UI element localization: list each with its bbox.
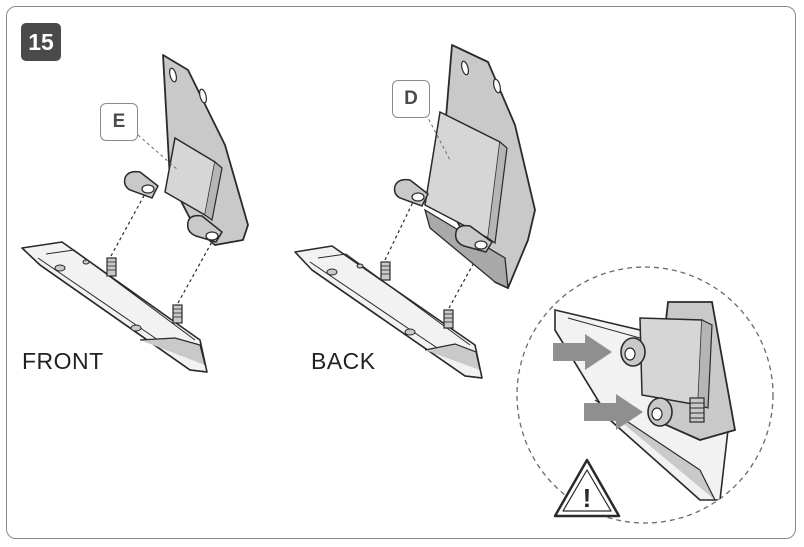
front-bracket-e: [123, 54, 249, 246]
back-base-rail: [294, 245, 483, 379]
front-part-leader-line: [137, 134, 179, 171]
back-stud-left: [380, 261, 391, 281]
arrow-right-icon: [584, 394, 643, 430]
front-stud-left: [106, 257, 117, 277]
back-stud-right: [443, 309, 454, 329]
arrow-right-icon: [553, 334, 612, 370]
view-label-back: BACK: [311, 348, 376, 374]
step-number-badge: 15: [21, 23, 61, 61]
front-stud-right: [172, 304, 183, 324]
part-label-d: D: [392, 80, 430, 118]
front-alignment-line-right: [177, 239, 214, 304]
back-alignment-line-left: [384, 199, 415, 261]
front-assembly: [21, 54, 249, 373]
part-label-e: E: [100, 103, 138, 141]
warning-exclamation: !: [583, 483, 592, 513]
detail-zoom-view: [516, 266, 774, 524]
instruction-frame: [6, 6, 796, 539]
back-part-leader-line: [425, 113, 451, 161]
warning-triangle-icon: !: [553, 458, 621, 518]
view-label-front: FRONT: [22, 348, 104, 374]
front-alignment-line-left: [110, 191, 147, 257]
front-base-rail: [21, 241, 208, 373]
back-bracket-d: [393, 44, 536, 290]
back-assembly: [294, 44, 536, 379]
